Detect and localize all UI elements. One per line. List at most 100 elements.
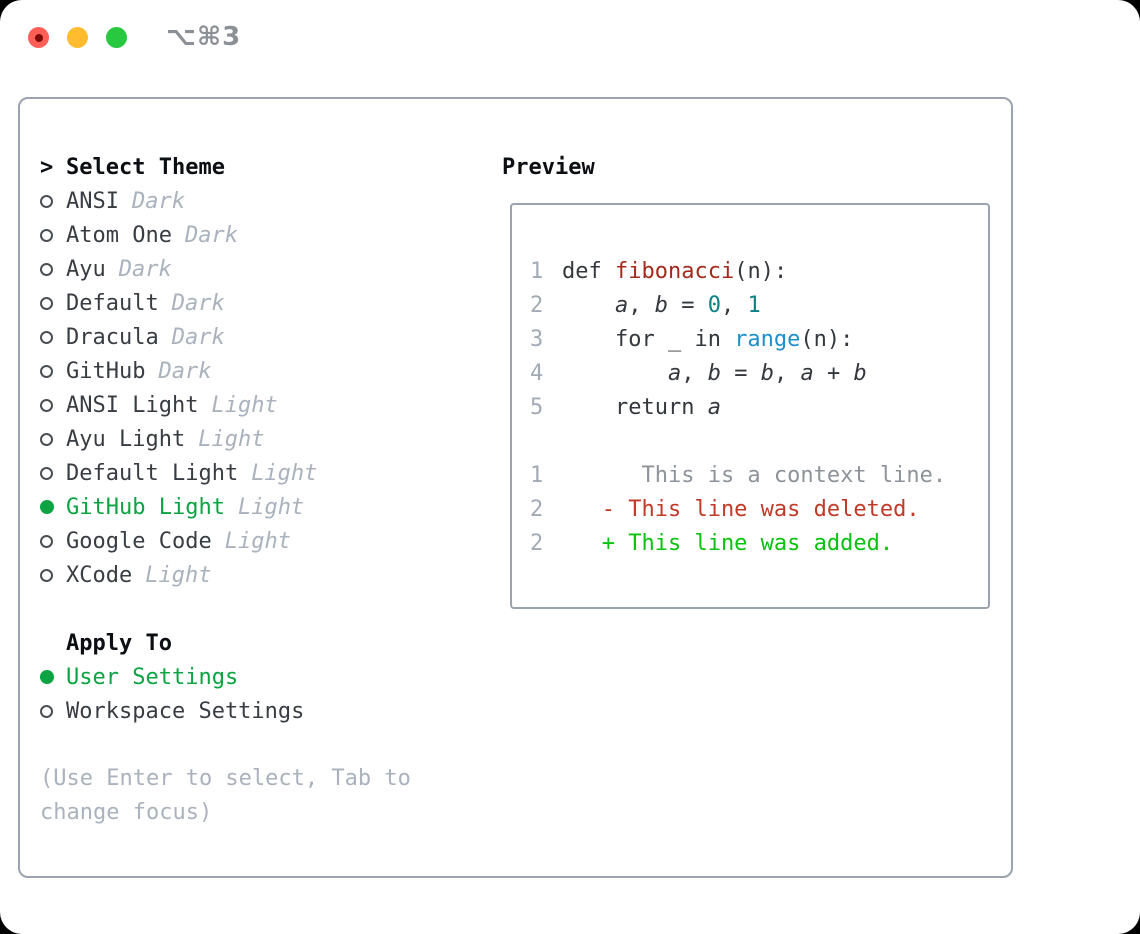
apply-to-option[interactable]: Workspace Settings: [40, 694, 304, 728]
hint-line-2: change focus): [40, 800, 213, 825]
theme-option[interactable]: Default Dark: [40, 286, 317, 320]
theme-name: Atom One: [66, 222, 172, 248]
radio-slot: [40, 296, 66, 310]
code-segment: +: [813, 360, 854, 386]
theme-option[interactable]: Google Code Light: [40, 524, 317, 558]
radio-slot: [40, 398, 66, 412]
preview-header-row: Preview: [502, 150, 595, 184]
diff-sample: 1 This is a context line.2 - This line w…: [530, 458, 988, 560]
radio-slot: [40, 704, 66, 718]
code-segment: ,: [628, 292, 655, 318]
apply-to-name: Workspace Settings: [66, 698, 305, 724]
diff-line: 2 + This line was added.: [530, 526, 988, 560]
code-segment: ,: [720, 292, 748, 318]
radio-icon: [40, 296, 53, 310]
theme-option[interactable]: ANSI Dark: [40, 184, 317, 218]
radio-icon: [40, 568, 53, 582]
radio-icon: [40, 330, 53, 344]
code-segment: b: [654, 292, 668, 318]
apply-to-header-row: Apply To: [40, 626, 304, 660]
theme-name: ANSI: [66, 188, 119, 214]
code-text: for _ in range(n):: [562, 327, 853, 352]
line-number: 3: [530, 326, 544, 352]
title-bar: ⌥⌘3: [0, 0, 1140, 70]
code-text: a, b = b, a + b: [562, 361, 867, 386]
theme-list-title: Select Theme: [66, 154, 225, 180]
theme-variant-tag: Dark: [171, 290, 225, 316]
code-segment: (n):: [800, 326, 854, 352]
radio-selected-icon: [40, 670, 54, 684]
radio-icon: [40, 534, 53, 548]
apply-to-name: User Settings: [66, 664, 239, 690]
theme-variant-tag: Dark: [131, 188, 185, 214]
radio-slot: [40, 228, 66, 242]
theme-option[interactable]: Dracula Dark: [40, 320, 317, 354]
code-segment: =: [667, 292, 708, 318]
theme-list-header-row: > Select Theme: [40, 150, 317, 184]
radio-slot: [40, 534, 66, 548]
diff-text: + This line was added.: [562, 530, 894, 556]
theme-variant-tag: Dark: [171, 324, 225, 350]
code-segment: a: [667, 360, 682, 386]
diff-line: 1 This is a context line.: [530, 458, 988, 492]
theme-name: Ayu Light: [66, 426, 186, 452]
prompt-icon: >: [40, 154, 54, 180]
theme-name: Default: [66, 290, 159, 316]
window-title: ⌥⌘3: [166, 22, 242, 52]
theme-name: Dracula: [66, 324, 159, 350]
code-segment: def: [562, 258, 615, 284]
theme-name: Google Code: [66, 528, 212, 554]
minimize-button-icon[interactable]: [67, 27, 88, 48]
code-segment: a: [800, 360, 814, 386]
code-segment: for _ in: [562, 326, 735, 352]
code-segment: [562, 293, 615, 318]
line-number: 1: [530, 258, 544, 284]
code-segment: [562, 361, 668, 386]
theme-variant-tag: Light: [224, 528, 291, 554]
code-text: def fibonacci(n):: [562, 259, 787, 284]
preview-blank-line: [530, 424, 988, 458]
theme-variant-tag: Light: [237, 494, 305, 520]
code-text: a, b = 0, 1: [562, 293, 761, 318]
code-segment: return: [562, 394, 708, 420]
code-segment: range: [734, 326, 801, 352]
code-line: 4 a, b = b, a + b: [530, 356, 988, 390]
theme-variant-tag: Light: [211, 392, 278, 418]
radio-slot: [40, 466, 66, 480]
radio-icon: [40, 262, 53, 276]
diff-text: - This line was deleted.: [562, 496, 920, 522]
code-segment: b: [760, 360, 774, 386]
preview-title: Preview: [502, 154, 595, 180]
code-segment: b: [853, 360, 867, 386]
zoom-button-icon[interactable]: [106, 27, 127, 48]
code-segment: b: [707, 360, 721, 386]
theme-variant-tag: Dark: [118, 256, 172, 282]
code-segment: =: [720, 360, 761, 386]
code-line: 2 a, b = 0, 1: [530, 288, 988, 322]
close-button-icon[interactable]: [28, 27, 49, 48]
apply-to-option[interactable]: User Settings: [40, 660, 304, 694]
theme-variant-tag: Dark: [158, 358, 212, 384]
code-segment: fibonacci: [614, 258, 735, 284]
radio-icon: [40, 398, 53, 412]
theme-name: Default Light: [66, 460, 239, 486]
code-line: 3 for _ in range(n):: [530, 322, 988, 356]
line-number: 2: [530, 292, 544, 318]
code-segment: 0: [707, 292, 721, 318]
code-segment: a: [707, 394, 721, 420]
radio-slot: [40, 330, 66, 344]
code-segment: ,: [773, 360, 801, 386]
